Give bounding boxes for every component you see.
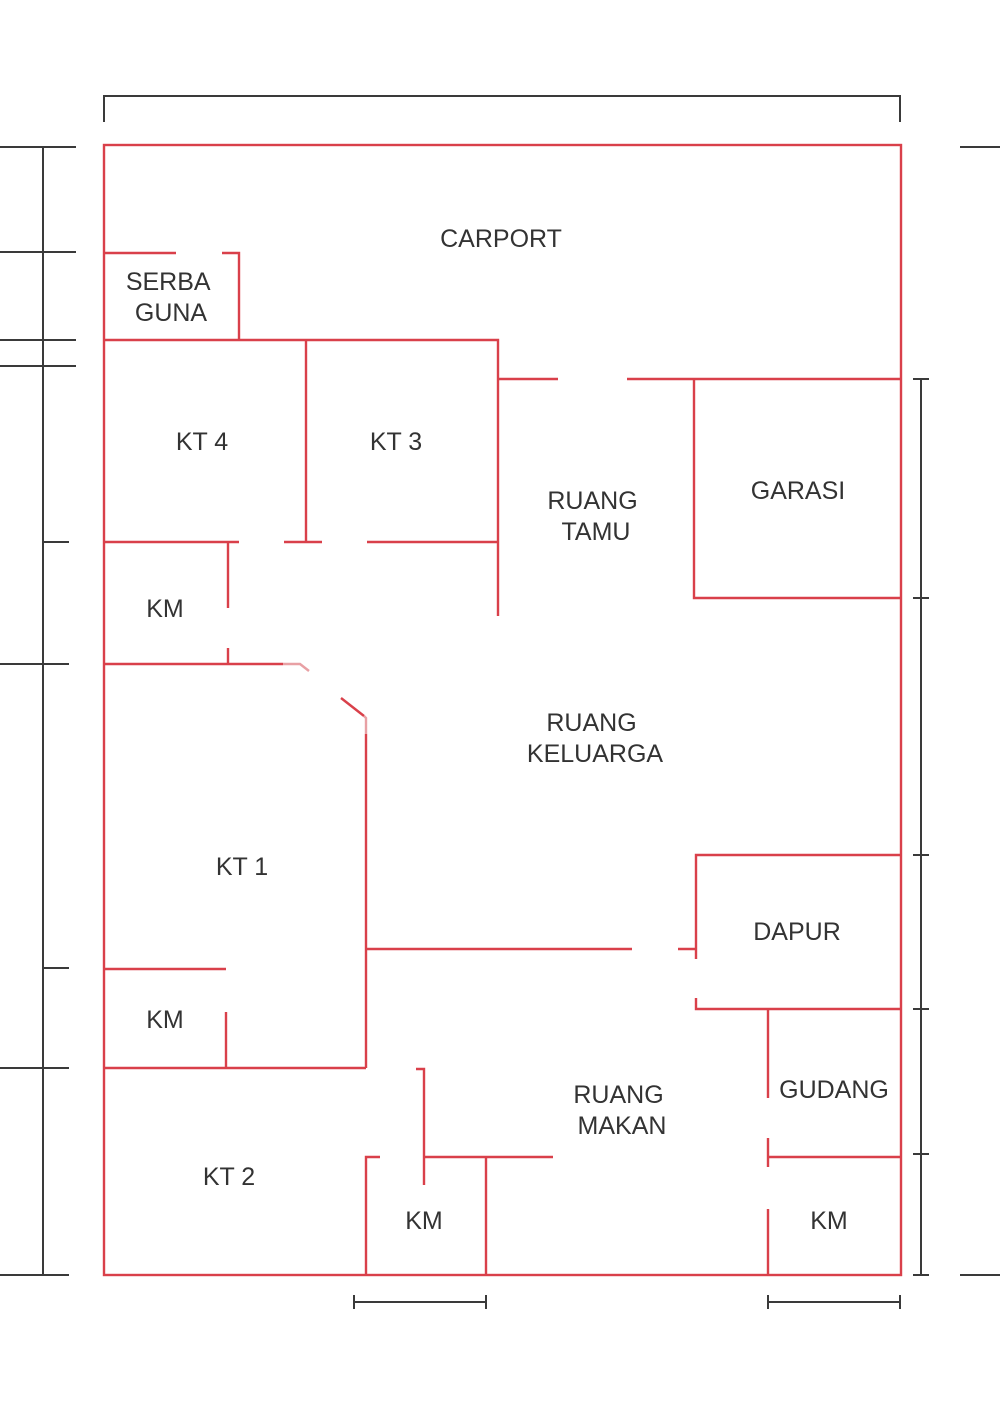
wall-kt1-door-faint	[283, 662, 310, 672]
wall-km-center	[416, 1067, 553, 1275]
wall-dapur	[694, 853, 901, 1011]
walls	[102, 143, 903, 1277]
wall-serba-guna	[104, 251, 241, 340]
dimension-bottom-km-right	[767, 1295, 901, 1309]
room-label-ruang-tamu: RUANG TAMU	[547, 487, 644, 546]
wall-kt-top	[104, 338, 500, 616]
wall-kt1-angled	[340, 697, 365, 717]
room-label-kt3: KT 3	[370, 428, 422, 456]
room-label-gudang: GUDANG	[779, 1076, 889, 1104]
room-label-ruang-keluarga: RUANG KELUARGA	[527, 709, 663, 768]
wall-kt1-angled-faint	[363, 715, 368, 734]
wall-km-center-left	[364, 1155, 380, 1275]
room-label-kt2: KT 2	[203, 1163, 255, 1191]
dimension-top-width	[103, 95, 901, 122]
room-label-km-bottom-right: KM	[810, 1207, 848, 1235]
room-label-serba-guna: SERBA GUNA	[126, 268, 216, 327]
room-label-km-left: KM	[146, 1006, 184, 1034]
room-label-ruang-makan: RUANG MAKAN	[573, 1081, 670, 1140]
room-label-kt4: KT 4	[176, 428, 228, 456]
room-label-garasi: GARASI	[751, 477, 845, 505]
room-label-kt1: KT 1	[216, 853, 268, 881]
room-label-carport: CARPORT	[440, 225, 562, 253]
outer-wall	[102, 143, 903, 1277]
room-label-km-bottom-center: KM	[405, 1207, 443, 1235]
room-label-dapur: DAPUR	[753, 918, 841, 946]
dimension-bottom-km-center	[353, 1295, 487, 1309]
wall-garasi	[692, 379, 901, 600]
wall-gudang	[766, 1009, 901, 1167]
room-label-km-upper-left: KM	[146, 595, 184, 623]
dimension-lines	[0, 95, 1000, 1309]
room-labels: CARPORT SERBA GUNA KT 4 KT 3 RUANG TAMU …	[126, 225, 889, 1235]
